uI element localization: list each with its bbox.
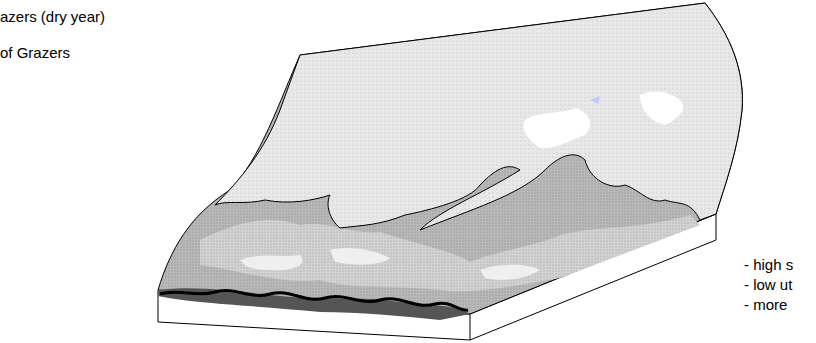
riparian-band bbox=[158, 288, 470, 320]
vegetation-patch bbox=[240, 255, 303, 270]
annotation-text: - high s bbox=[744, 256, 793, 274]
vegetation-patch bbox=[330, 248, 390, 265]
annotation-text: - more bbox=[744, 296, 787, 314]
annotation-text: - low ut bbox=[744, 276, 792, 294]
block-edge bbox=[470, 314, 471, 340]
stream-channel bbox=[160, 290, 468, 310]
bare-patch bbox=[640, 91, 683, 125]
water-spot bbox=[590, 96, 600, 104]
annotation-text: azers (dry year) bbox=[0, 8, 105, 26]
annotation-text: of Grazers bbox=[0, 44, 70, 62]
vegetation-patch bbox=[480, 265, 540, 280]
vegetation-patch bbox=[200, 215, 700, 291]
lowland-slope-surface bbox=[158, 3, 742, 314]
upland-plateau bbox=[215, 3, 742, 230]
bare-patch bbox=[524, 108, 591, 148]
